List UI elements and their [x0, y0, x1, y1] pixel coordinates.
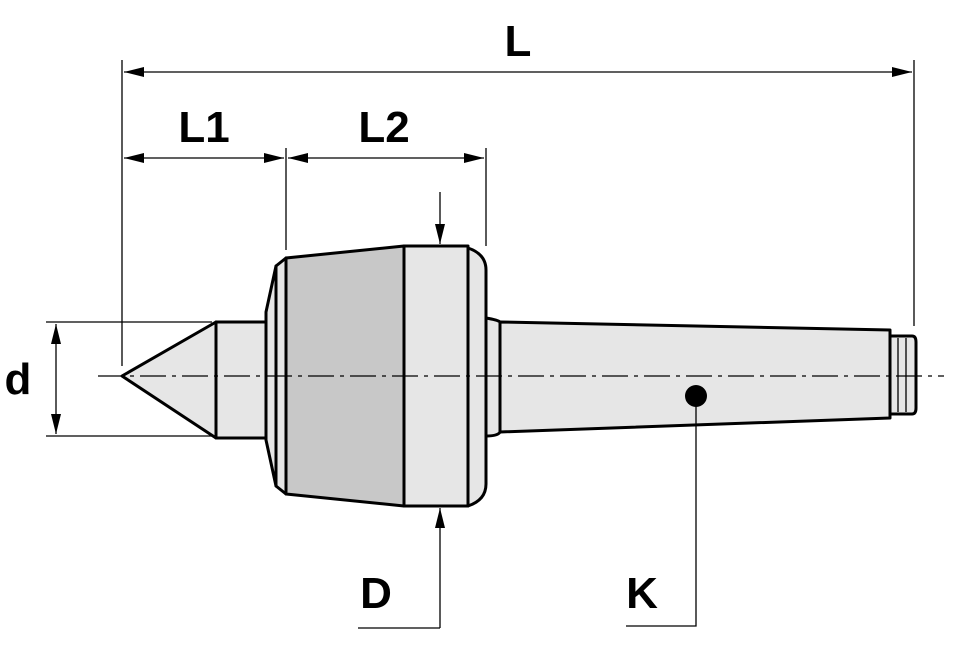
- pin-cylinder: [214, 320, 268, 440]
- cone-point: [120, 320, 218, 440]
- label-L2: L2: [358, 103, 409, 152]
- label-d: d: [5, 355, 32, 404]
- label-D: D: [360, 569, 392, 618]
- live-center-part: [120, 244, 918, 508]
- label-L: L: [505, 17, 532, 66]
- dimensions: L L1 L2 d D K: [5, 17, 915, 629]
- label-K: K: [626, 569, 658, 618]
- taper-shank: [498, 320, 892, 434]
- leader-K: [626, 396, 697, 627]
- rear-ring: [466, 246, 488, 508]
- shank-end: [888, 334, 918, 416]
- body-cone: [284, 244, 406, 508]
- label-L1: L1: [178, 103, 229, 152]
- neck-groove: [484, 316, 502, 438]
